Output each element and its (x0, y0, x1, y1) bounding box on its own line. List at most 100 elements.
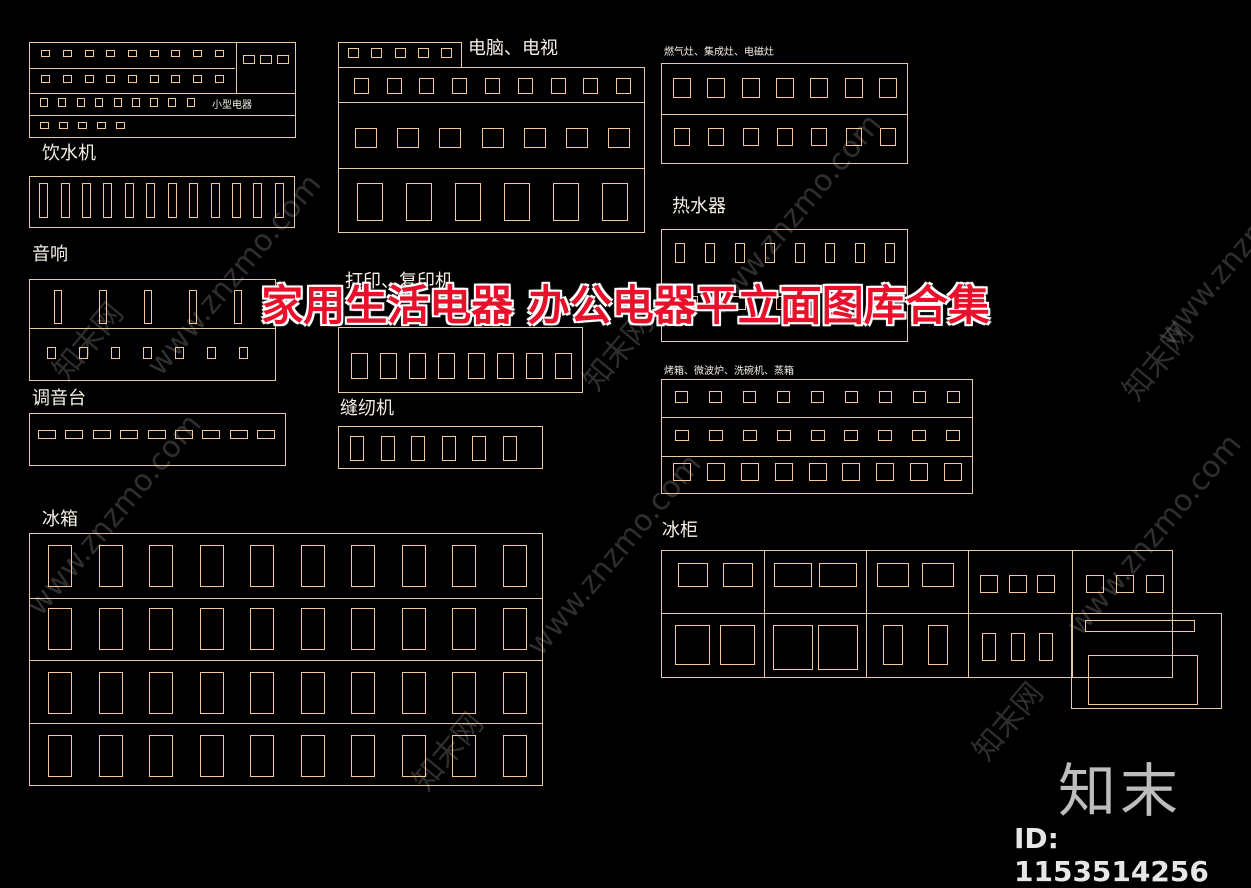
appliance-symbol (743, 391, 756, 403)
appliance-symbol (809, 463, 827, 481)
appliance-symbol (946, 430, 960, 441)
appliance-symbol (776, 78, 794, 98)
label-fridge: 冰箱 (42, 509, 78, 530)
appliance-symbol (878, 430, 892, 441)
appliance-symbol (846, 128, 862, 146)
appliance-symbol (54, 290, 62, 324)
appliance-symbol (402, 672, 426, 714)
appliance-symbol (230, 430, 248, 439)
appliance-symbol (723, 563, 753, 587)
appliance-symbol (735, 243, 745, 263)
appliance-symbol (193, 50, 202, 57)
appliance-symbol (503, 608, 527, 650)
appliance-symbol (149, 735, 173, 777)
appliance-symbol (608, 128, 630, 148)
appliance-symbol (144, 290, 152, 324)
appliance-symbol (482, 128, 504, 148)
sheet-gas-stove (661, 63, 908, 164)
appliance-symbol (774, 563, 812, 587)
appliance-symbol (497, 353, 514, 379)
label-audio: 音响 (32, 244, 68, 265)
appliance-symbol (150, 75, 159, 83)
appliance-symbol (106, 50, 115, 57)
appliance-symbol (40, 122, 49, 129)
appliance-symbol (442, 436, 456, 461)
appliance-symbol (452, 545, 476, 587)
appliance-symbol (65, 430, 83, 439)
appliance-symbol (743, 430, 757, 441)
appliance-symbol (616, 78, 631, 94)
appliance-symbol (555, 353, 572, 379)
appliance-symbol (503, 672, 527, 714)
appliance-symbol (171, 75, 180, 83)
appliance-symbol (260, 55, 272, 64)
appliance-symbol (402, 608, 426, 650)
appliance-symbol (795, 243, 805, 263)
appliance-symbol (150, 50, 159, 57)
appliance-symbol (1039, 633, 1053, 661)
sheet-oven (661, 379, 973, 494)
appliance-symbol (253, 183, 262, 218)
appliance-symbol (48, 545, 72, 587)
appliance-symbol (879, 391, 892, 403)
appliance-symbol (503, 735, 527, 777)
appliance-symbol (215, 50, 224, 57)
appliance-symbol (40, 98, 48, 107)
appliance-symbol (707, 78, 725, 98)
appliance-symbol (777, 128, 793, 146)
appliance-symbol (250, 608, 274, 650)
appliance-symbol (48, 608, 72, 650)
appliance-symbol (775, 463, 793, 481)
appliance-symbol (200, 735, 224, 777)
appliance-symbol (116, 122, 125, 129)
label-water-dispenser: 饮水机 (42, 143, 96, 164)
appliance-symbol (187, 98, 195, 107)
appliance-symbol (825, 243, 835, 263)
appliance-symbol (551, 78, 566, 94)
appliance-symbol (234, 290, 242, 324)
appliance-symbol (277, 55, 289, 64)
appliance-symbol (351, 353, 368, 379)
appliance-symbol (452, 608, 476, 650)
sheet-freezer (661, 550, 1173, 678)
appliance-symbol (503, 436, 517, 461)
appliance-symbol (387, 78, 402, 94)
appliance-symbol (168, 183, 177, 218)
appliance-symbol (232, 183, 241, 218)
appliance-symbol (1086, 575, 1104, 593)
appliance-symbol (524, 128, 546, 148)
appliance-symbol (452, 672, 476, 714)
appliance-symbol (63, 50, 72, 57)
appliance-symbol (705, 243, 715, 263)
sheet-sewing (338, 426, 543, 469)
appliance-symbol (452, 78, 467, 94)
appliance-symbol (63, 75, 72, 83)
appliance-symbol (301, 672, 325, 714)
appliance-symbol (149, 608, 173, 650)
appliance-symbol (819, 563, 857, 587)
appliance-symbol (504, 183, 530, 221)
appliance-symbol (1009, 575, 1027, 593)
label-gas-stove: 燃气灶、集成灶、电磁灶 (664, 47, 774, 58)
appliance-symbol (82, 183, 91, 218)
appliance-symbol (811, 430, 825, 441)
appliance-symbol (301, 608, 325, 650)
appliance-symbol (1088, 655, 1198, 705)
appliance-symbol (452, 735, 476, 777)
appliance-symbol (419, 78, 434, 94)
appliance-symbol (41, 75, 50, 83)
label-freezer: 冰柜 (662, 520, 698, 541)
appliance-symbol (675, 430, 689, 441)
appliance-symbol (38, 430, 56, 439)
appliance-symbol (128, 75, 137, 83)
label-mixer: 调音台 (32, 388, 86, 409)
appliance-symbol (678, 563, 708, 587)
appliance-symbol (85, 75, 94, 83)
appliance-symbol (810, 78, 828, 98)
appliance-symbol (146, 183, 155, 218)
appliance-symbol (250, 735, 274, 777)
appliance-symbol (526, 353, 543, 379)
appliance-symbol (143, 347, 152, 359)
appliance-symbol (922, 563, 954, 587)
appliance-symbol (947, 391, 960, 403)
